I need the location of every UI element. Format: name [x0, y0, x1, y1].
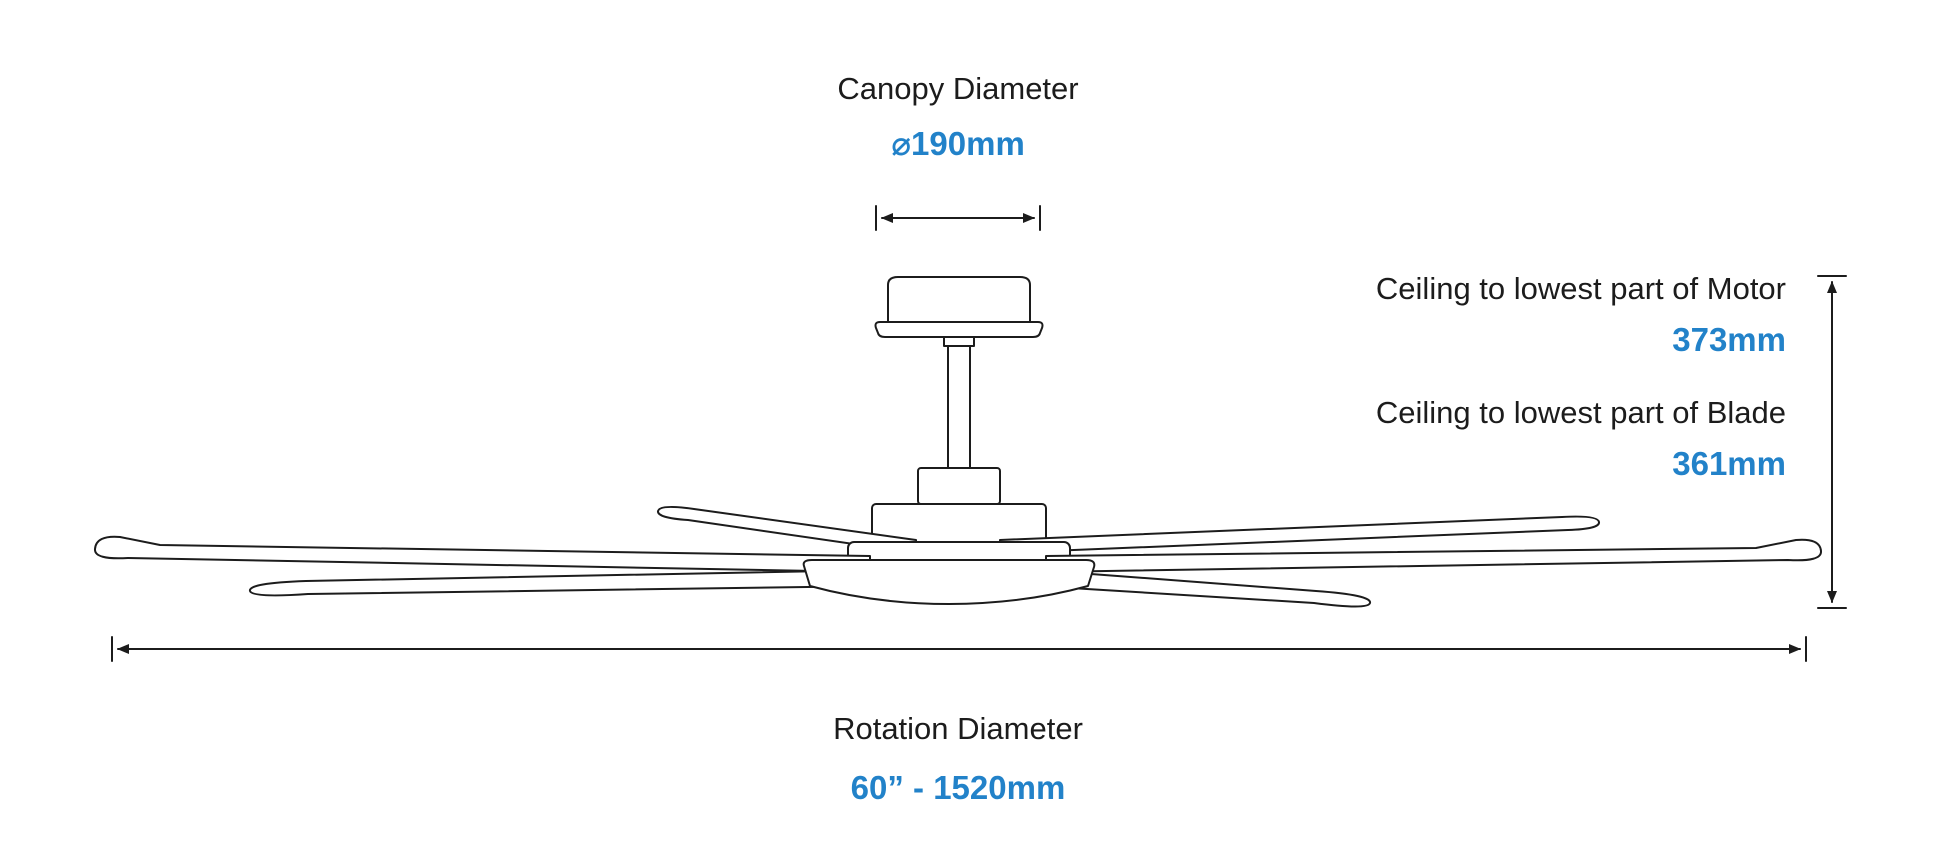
fan-back-blades [657, 505, 1600, 554]
canopy-diameter-value: ⌀190mm [891, 125, 1025, 162]
blade-clearance-value: 361mm [1672, 445, 1786, 482]
fan-canopy [874, 276, 1044, 338]
ceiling-clearance-dimension-arrow [1817, 275, 1847, 609]
motor-clearance-value: 373mm [1672, 321, 1786, 358]
canopy-dimension-arrow [875, 205, 1041, 231]
canopy-diameter-label: Canopy Diameter [837, 71, 1079, 106]
rotation-dimension-arrow [111, 636, 1807, 662]
fan-front-blades [94, 535, 1822, 608]
motor-clearance-label: Ceiling to lowest part of Motor [1375, 271, 1786, 306]
fan-motor-bottom [802, 559, 1096, 605]
rotation-diameter-value: 60” - 1520mm [850, 769, 1066, 806]
fan-downrod [943, 336, 975, 469]
fan-coupler [917, 467, 1001, 505]
blade-clearance-label: Ceiling to lowest part of Blade [1375, 395, 1786, 430]
rotation-diameter-label: Rotation Diameter [833, 711, 1083, 746]
